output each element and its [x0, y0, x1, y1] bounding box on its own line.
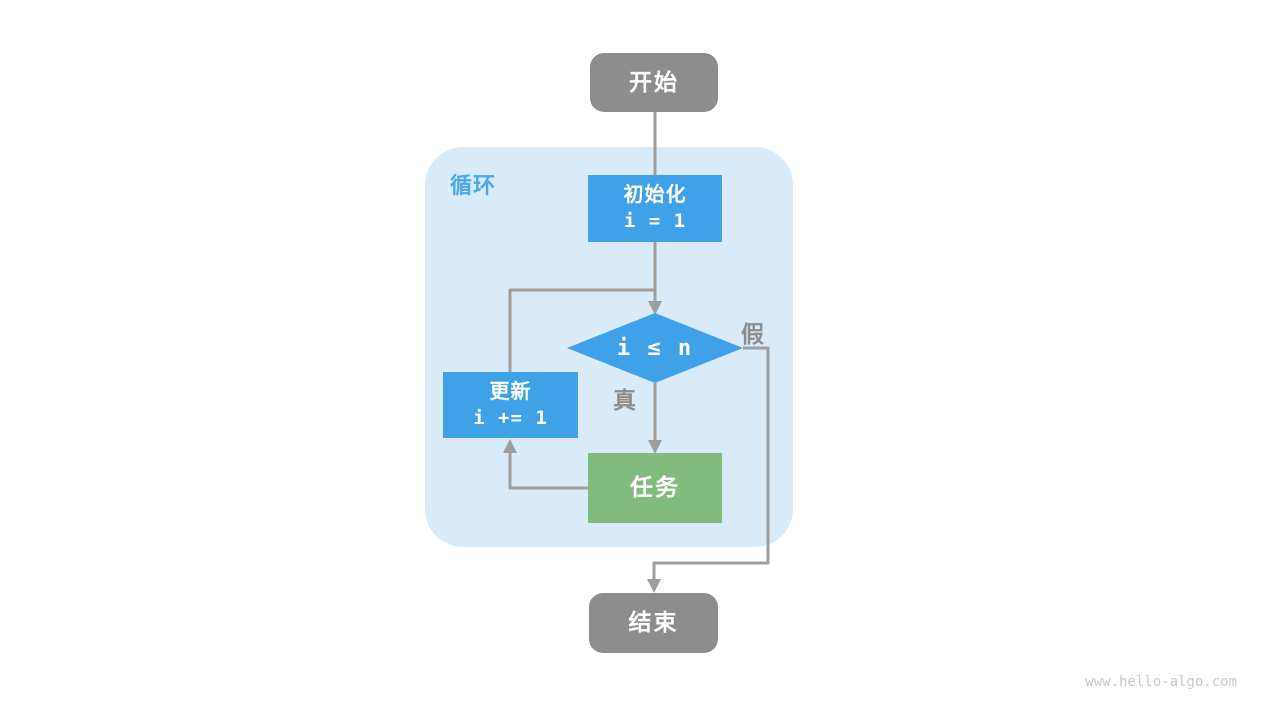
edge-condition-to-end [652, 346, 770, 581]
start-node: 开始 [590, 53, 718, 112]
task-box-label: 任务 [630, 474, 680, 501]
edge-task-to-update [508, 453, 588, 490]
end-node: 结束 [589, 593, 718, 653]
loop-label: 循环 [450, 173, 497, 198]
update-box: 更新 i += 1 [443, 372, 578, 438]
condition-diamond [567, 313, 743, 383]
arrowhead-into-task [648, 440, 662, 454]
true-branch-label: 真 [613, 387, 636, 413]
edge-update-to-merge [508, 288, 656, 373]
false-branch-label: 假 [741, 321, 764, 347]
end-node-label: 结束 [628, 609, 679, 636]
init-box: 初始化 i = 1 [588, 175, 722, 242]
update-box-title: 更新 [489, 380, 532, 403]
arrowhead-into-condition [648, 301, 662, 315]
init-box-title: 初始化 [623, 184, 687, 207]
update-box-code: i += 1 [473, 406, 548, 429]
arrowhead-into-end [647, 579, 661, 593]
task-box: 任务 [588, 453, 722, 523]
arrowhead-into-update [503, 439, 517, 453]
condition-label: i ≤ n [616, 335, 694, 361]
init-box-code: i = 1 [623, 210, 687, 233]
watermark: www.hello-algo.com [1085, 674, 1237, 690]
start-node-label: 开始 [629, 68, 679, 95]
